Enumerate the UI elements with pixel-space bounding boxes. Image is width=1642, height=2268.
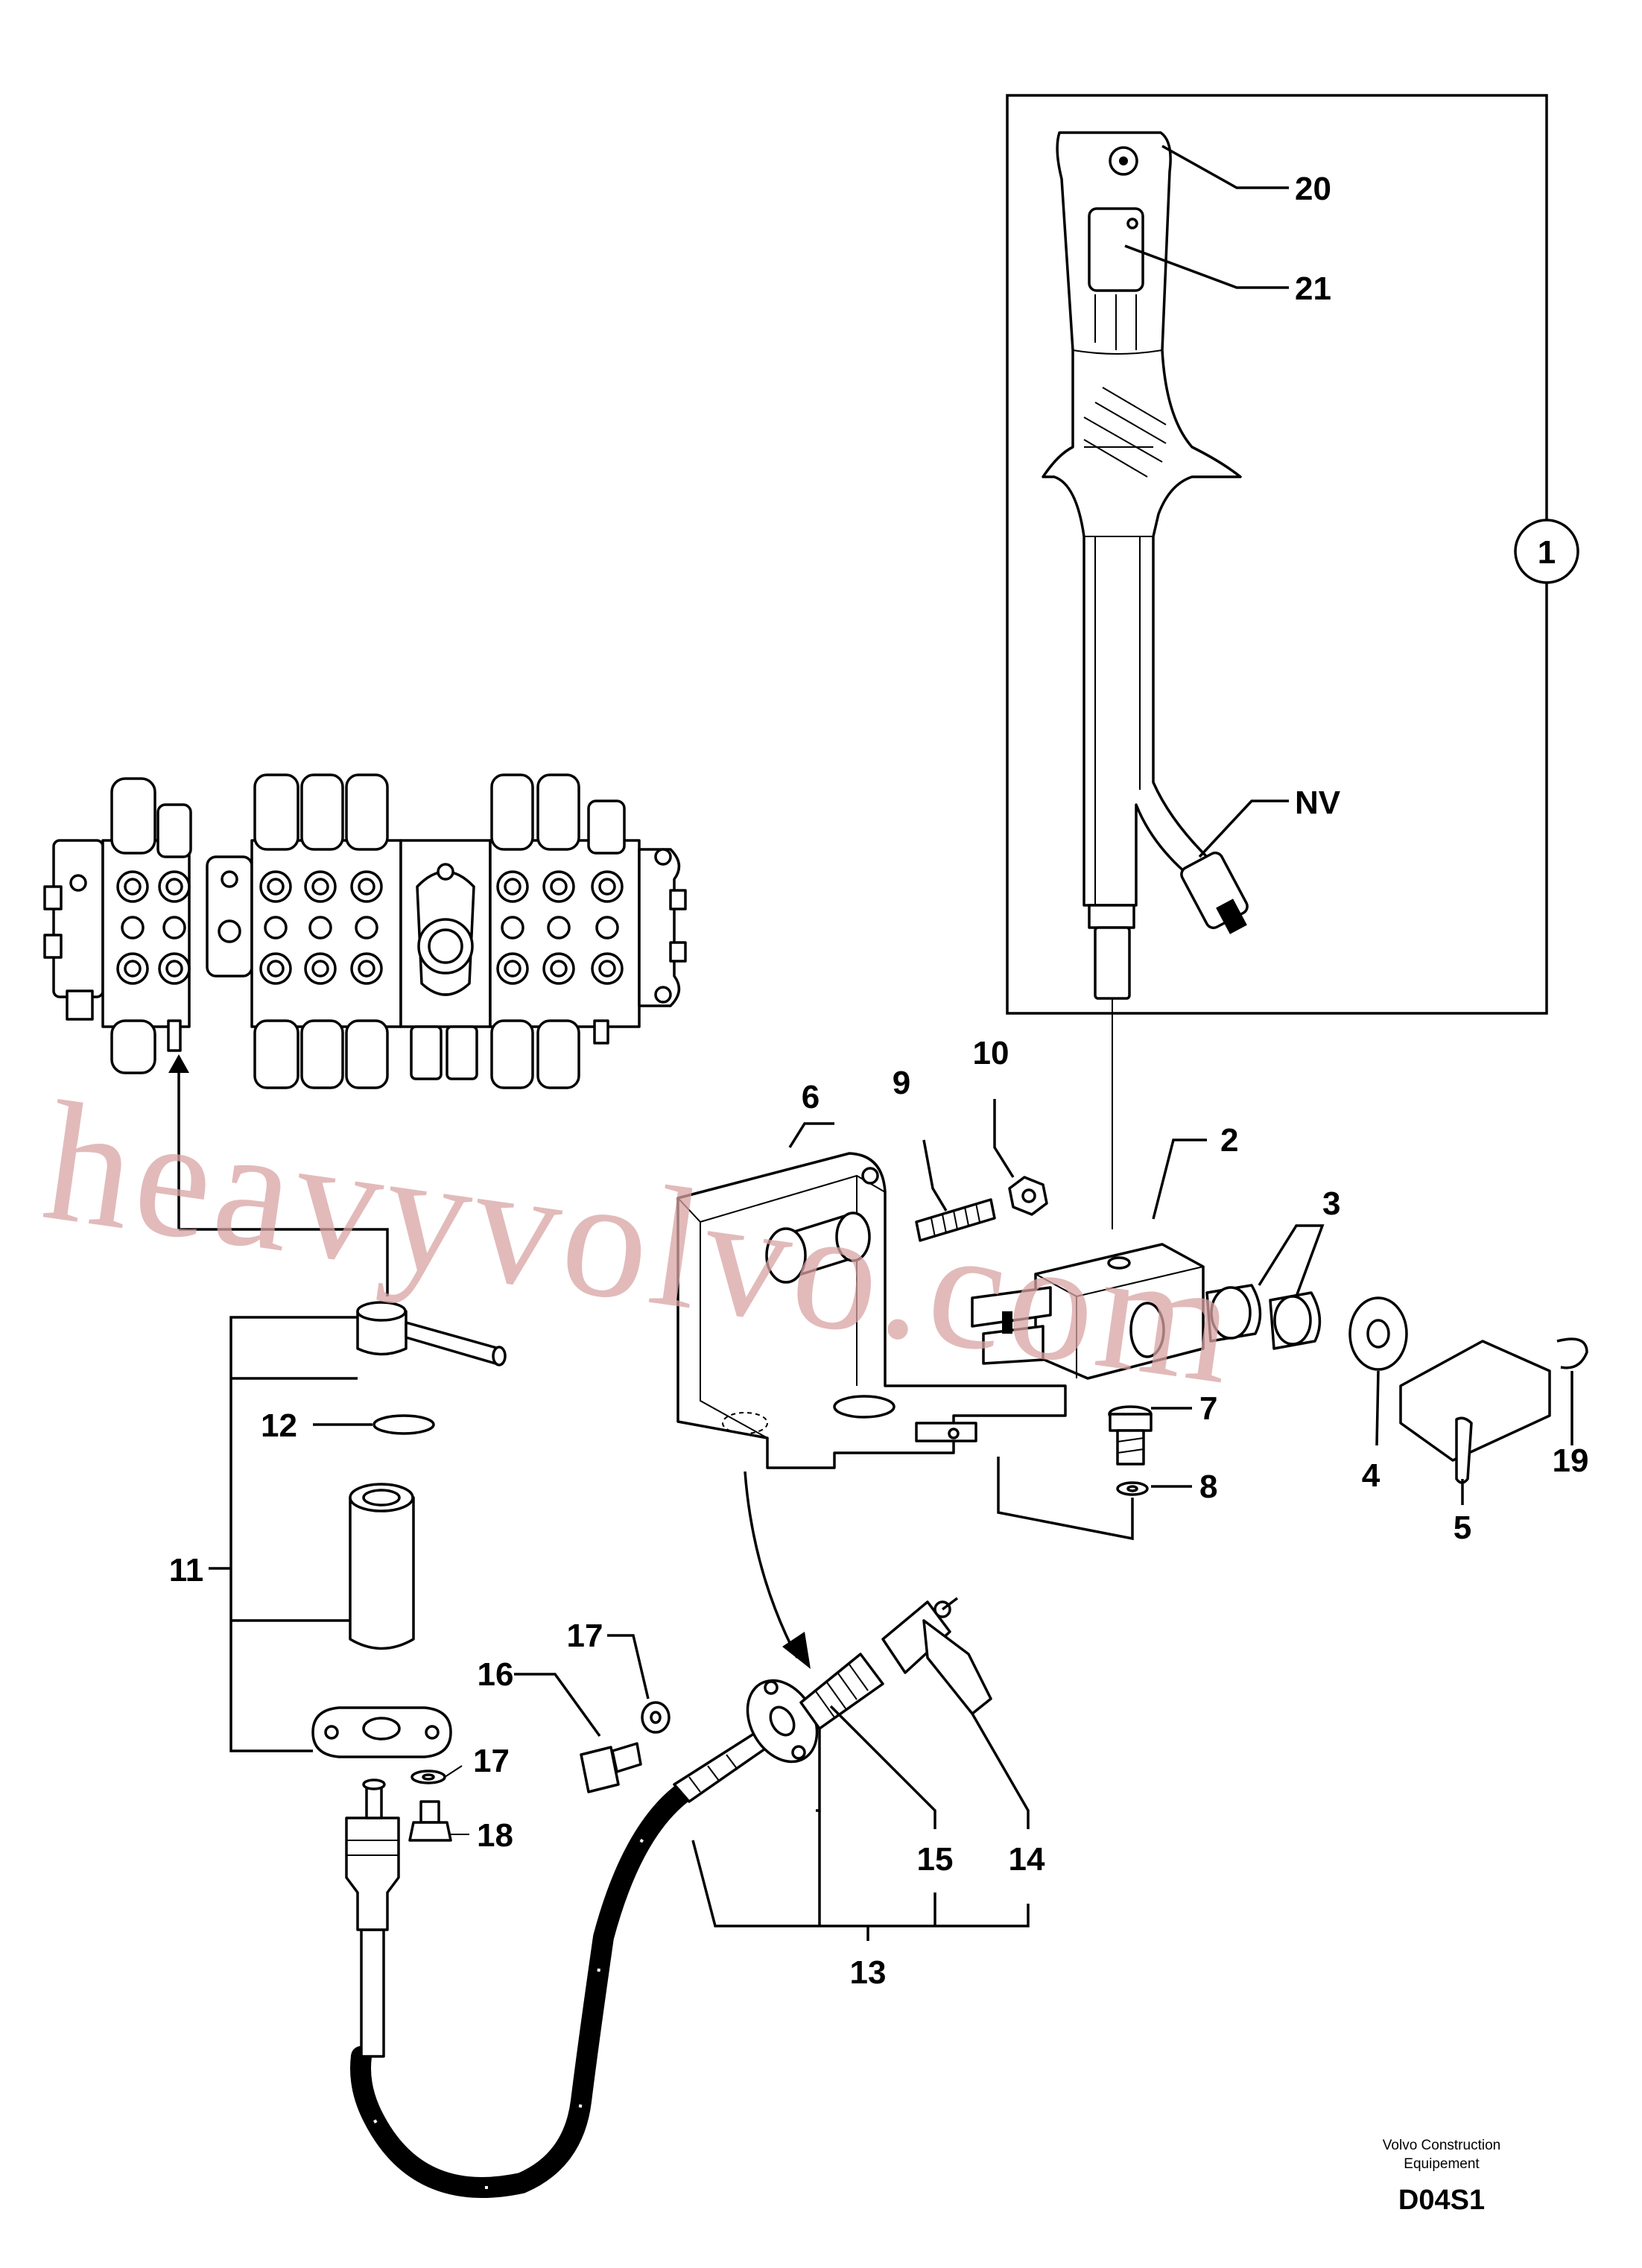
callout-9: 9 [893, 1065, 910, 1101]
callout-14: 14 [1009, 1841, 1045, 1878]
callout-5: 5 [1454, 1510, 1471, 1546]
lever-inset [1006, 94, 1579, 1229]
callout-2: 2 [1220, 1122, 1238, 1159]
callout-circle-1 [1514, 519, 1579, 584]
drawing-code: D04S1 [1398, 2185, 1485, 2216]
bracket-6 [676, 1122, 1067, 1669]
watermark: heavyvolvo.com [34, 1065, 1249, 1421]
callout-7: 7 [1199, 1390, 1217, 1427]
lever-mount-parts [915, 1099, 1588, 1541]
callout-17-washer: 17 [567, 1618, 603, 1654]
callout-6: 6 [802, 1079, 820, 1115]
fitting-assembly-11 [209, 1301, 507, 1842]
callout-21: 21 [1295, 270, 1331, 307]
callout-20: 20 [1295, 171, 1331, 207]
callout-16: 16 [478, 1656, 514, 1693]
callout-nv: NV [1295, 785, 1341, 821]
callout-12: 12 [261, 1407, 297, 1444]
callout-13: 13 [850, 1954, 887, 1991]
callout-3: 3 [1322, 1185, 1340, 1222]
callout-8: 8 [1199, 1469, 1217, 1505]
callout-10: 10 [973, 1035, 1009, 1071]
callout-19: 19 [1553, 1442, 1589, 1479]
cable-assembly-13 [345, 1597, 1030, 2198]
callout-17-flange: 17 [473, 1743, 510, 1779]
control-valve [43, 773, 687, 1296]
callout-15: 15 [917, 1841, 954, 1878]
callout-4: 4 [1362, 1457, 1381, 1494]
callout-18: 18 [477, 1817, 513, 1854]
company-name-line2: Equipement [1404, 2156, 1480, 2172]
company-name-line1: Volvo Construction [1383, 2138, 1500, 2153]
callout-1: 1 [1538, 534, 1556, 571]
callout-11: 11 [169, 1552, 204, 1588]
